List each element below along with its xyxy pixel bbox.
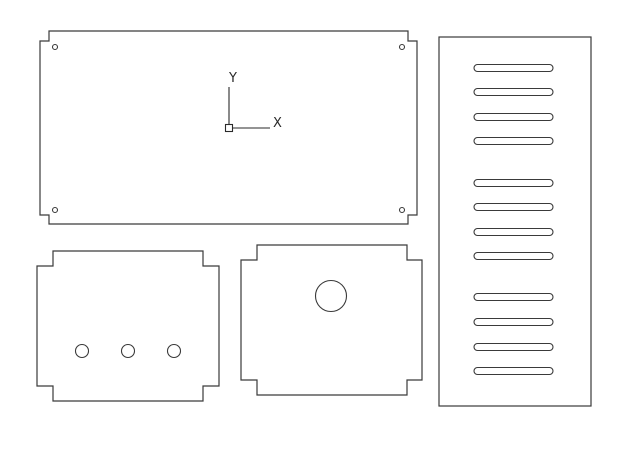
side-panel-outline [240,244,423,396]
ucs-icon: Y X [224,71,282,133]
mounting-hole [51,43,59,51]
mounting-hole [398,206,406,214]
connector-hole [120,343,136,359]
vent-slot [473,112,554,122]
vent-panel-outline [438,36,592,407]
mounting-hole [398,43,406,51]
side-panel-outline [36,250,220,402]
vent-slot [473,227,554,237]
ucs-x-label: X [273,116,282,131]
vent-slot [473,178,554,188]
top-panel [39,30,418,225]
large-round-hole [314,279,348,313]
connector-hole [74,343,90,359]
side-panel-large-hole [240,244,423,396]
vent-slot [473,366,554,376]
vent-slot [473,87,554,97]
vent-slot [473,202,554,212]
vent-slot [473,63,554,73]
connector-hole [166,343,182,359]
side-panel-three-holes [36,250,220,402]
top-panel-outline [39,30,418,225]
vent-slot [473,292,554,302]
vent-slot [473,251,554,261]
vent-slot [473,342,554,352]
vent-panel [438,36,592,407]
vent-slot [473,317,554,327]
vent-slot [473,136,554,146]
mounting-hole [51,206,59,214]
ucs-origin-square [224,123,234,133]
ucs-y-label: Y [228,71,237,86]
